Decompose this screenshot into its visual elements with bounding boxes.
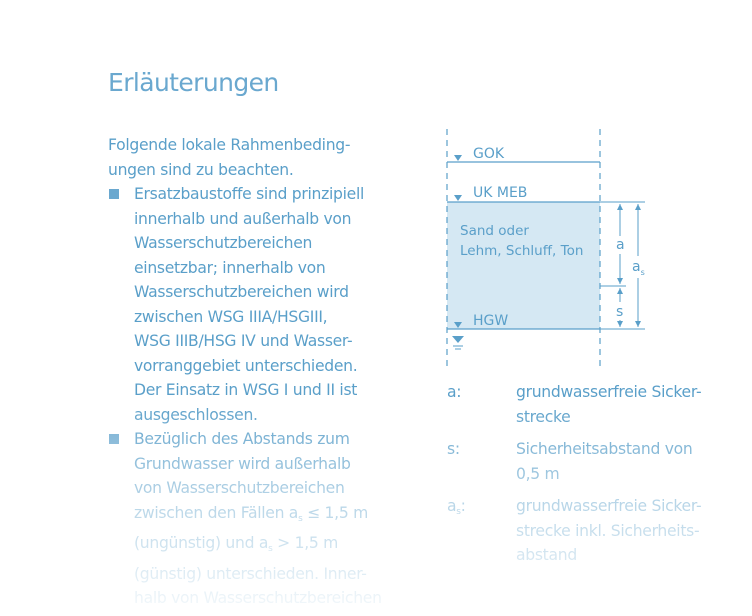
text-fragment: zwischen den Fällen a [134, 503, 299, 522]
soil-layer-fill [447, 202, 600, 329]
bullet-line: Ersatzbaustoffe sind prinzipiell [134, 185, 365, 203]
legend-line: strecke inkl. Sicherheits- [516, 521, 700, 540]
legend-line: grundwasserfreie Sicker- [516, 383, 702, 401]
dimension-a-label: a [616, 237, 625, 253]
square-bullet-icon [109, 434, 119, 444]
hgw-label: HGW [473, 313, 508, 329]
legend-line: strecke [516, 407, 571, 426]
water-table-icon [452, 336, 464, 350]
bullet-line: einsetzbar; innerhalb von [134, 258, 326, 277]
legend-line: abstand [516, 546, 577, 564]
uk-meb-label: UK MEB [473, 185, 527, 201]
intro-paragraph: Folgende lokale Rahmenbeding- ungen sind… [108, 133, 378, 182]
bullet-line-cases: zwischen den Fällen as ≤ 1,5 m [134, 501, 378, 532]
explanation-text: Folgende lokale Rahmenbeding- ungen sind… [108, 133, 382, 611]
dimension-as-subscript: s [641, 268, 645, 277]
page-title: Erläuterungen [108, 68, 279, 97]
bullet-line: Bezüglich des Abstands zum [134, 430, 350, 448]
text-fragment: ≤ 1,5 m [302, 503, 368, 522]
bullet-item-groundwater: Bezüglich des Abstands zum Grundwasser w… [108, 427, 382, 611]
bullet-line: Wasserschutzbereichen [134, 234, 313, 252]
legend-row-s: s: Sicherheitsabstand von 0,5 m [447, 437, 717, 486]
legend-key: a: [447, 383, 462, 401]
legend-key: as: [447, 494, 466, 525]
label-background [612, 302, 628, 320]
bullet-line: Der Einsatz in WSG I und II ist [134, 381, 358, 399]
intro-line: ungen sind zu beachten. [108, 160, 294, 179]
bullet-line: vorranggebiet unterschieden. [134, 356, 358, 375]
legend-line: Sicherheitsabstand von [516, 440, 693, 458]
legend-row-as: as: grundwasserfreie Sicker- strecke ink… [447, 494, 717, 568]
bullet-line: halb von Wasserschutzbereichen [134, 589, 382, 607]
bullet-line: WSG IIIB/HSG IV und Wasser- [134, 332, 353, 350]
dimension-s-label: s [616, 304, 623, 320]
square-bullet-icon [109, 189, 119, 199]
legend-description: Sicherheitsabstand von 0,5 m [516, 437, 717, 486]
bullet-line: Grundwasser wird außerhalb [134, 454, 351, 473]
bullet-item-materials: Ersatzbaustoffe sind prinzipiell innerha… [108, 182, 378, 427]
legend-key-colon: : [460, 497, 466, 515]
legend-key-letter: a [447, 497, 457, 515]
label-background [612, 236, 628, 254]
gok-label: GOK [473, 146, 505, 162]
material-label-line1: Sand oder [460, 223, 529, 239]
soil-profile-diagram: GOK UK MEB Sand oder Lehm, Schluff, Ton … [446, 129, 650, 367]
material-label-line2: Lehm, Schluff, Ton [460, 243, 583, 259]
bullet-line: Wasserschutzbereichen wird [134, 283, 349, 301]
bullet-line: zwischen WSG IIIA/HSGIII, [134, 307, 328, 326]
bullet-line: (günstig) unterschieden. Inner- [134, 564, 367, 583]
legend: a: grundwasserfreie Sicker- strecke s: S… [447, 380, 717, 576]
bullet-line-cases: (ungünstig) und as > 1,5 m [134, 531, 378, 562]
bullet-line: innerhalb und außerhalb von [134, 209, 352, 228]
legend-line: 0,5 m [516, 464, 560, 483]
legend-key: s: [447, 440, 460, 458]
dimension-as-label: as [632, 259, 645, 277]
bullet-line: von Wasserschutzbereichen [134, 479, 345, 497]
legend-line: grundwasserfreie Sicker- [516, 497, 702, 515]
label-background [630, 256, 650, 278]
text-fragment: > 1,5 m [272, 534, 339, 552]
uk-meb-level-icon [454, 195, 462, 201]
legend-description: grundwasserfreie Sicker- strecke [516, 380, 717, 429]
dimension-as-letter: a [632, 259, 641, 275]
text-fragment: (ungünstig) und a [134, 534, 269, 552]
intro-line: Folgende lokale Rahmenbeding- [108, 136, 351, 154]
gok-level-icon [454, 155, 462, 161]
legend-row-a: a: grundwasserfreie Sicker- strecke [447, 380, 717, 429]
legend-description: grundwasserfreie Sicker- strecke inkl. S… [516, 494, 717, 568]
bullet-line: ausgeschlossen. [134, 405, 258, 424]
hgw-level-icon [454, 322, 462, 328]
